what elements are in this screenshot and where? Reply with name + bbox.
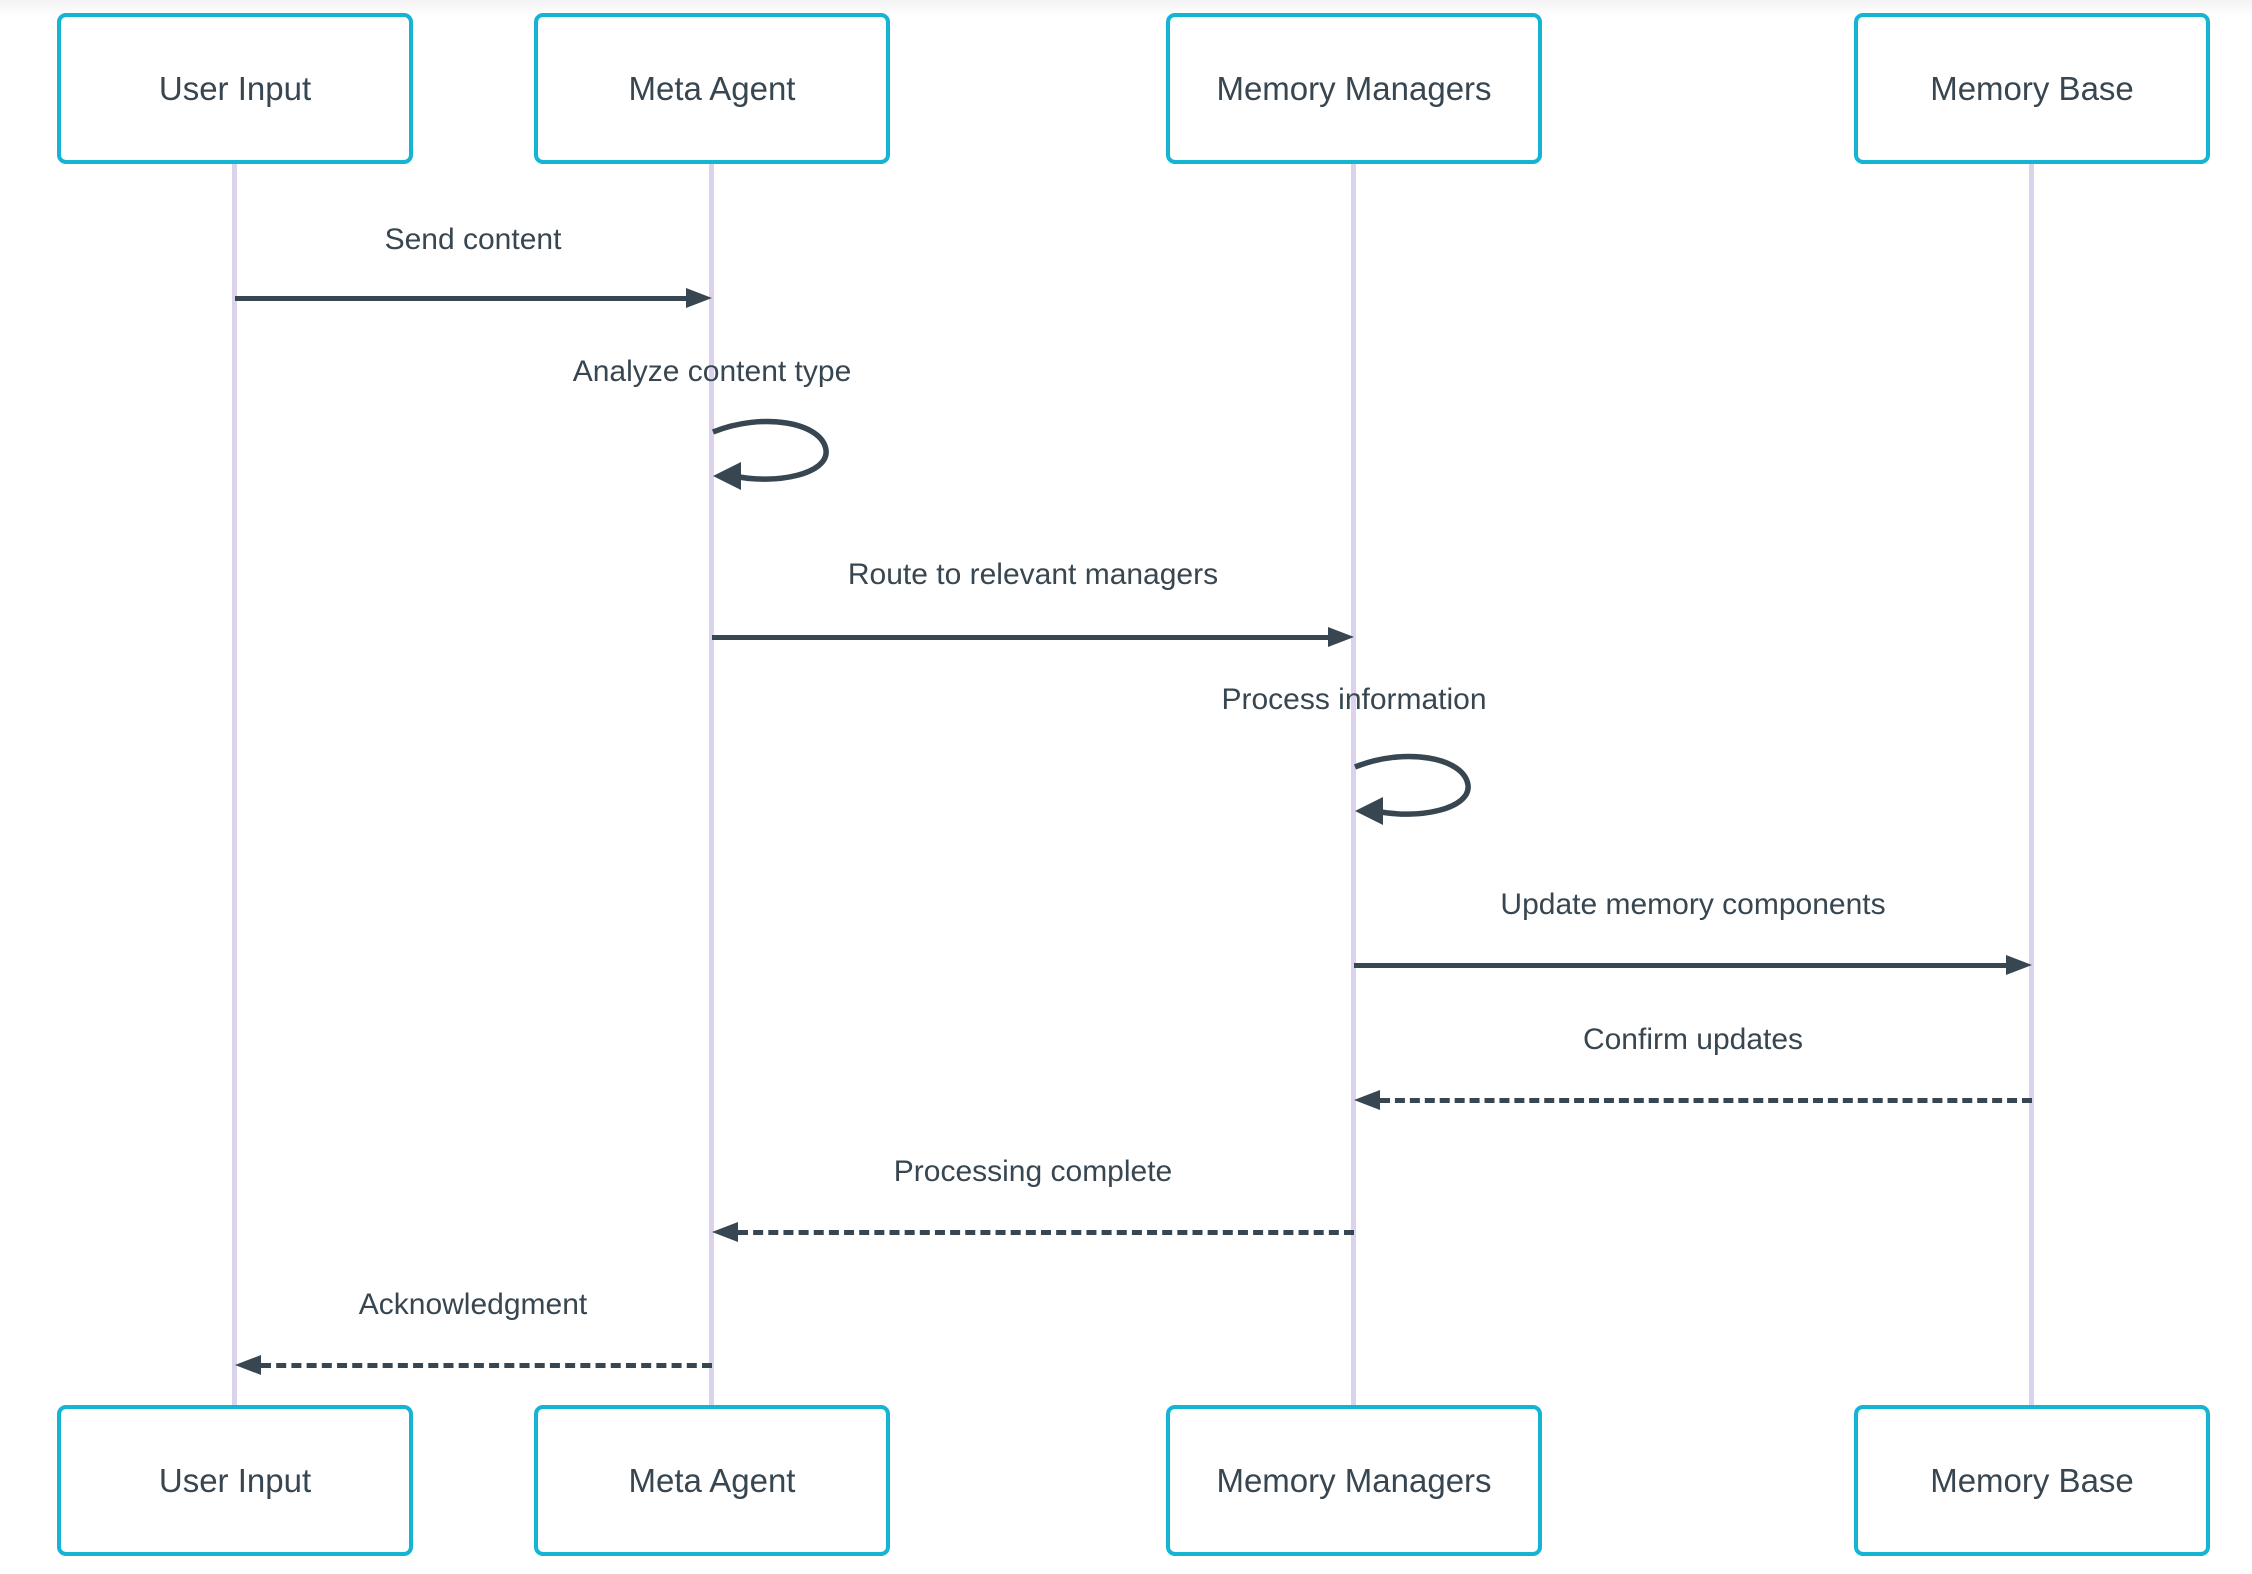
arrowhead-left-icon [712, 1222, 738, 1242]
actor-label: Memory Managers [1216, 1461, 1492, 1499]
arrowhead-left-icon [235, 1355, 261, 1375]
lifeline-memory-base [2029, 164, 2034, 1405]
lifeline-meta-agent [709, 164, 714, 1405]
actor-box-memory-base-bottom: Memory Base [1854, 1405, 2210, 1556]
message-label-analyze-content-type: Analyze content type [572, 355, 852, 388]
arrowhead-right-icon [2006, 955, 2032, 975]
actor-label: Meta Agent [628, 1461, 796, 1499]
message-line-confirm-updates [1380, 1098, 2032, 1103]
arrowhead-left-icon [1354, 1090, 1380, 1110]
self-loop-arrow [1353, 753, 1471, 825]
actor-box-user-input-bottom: User Input [57, 1405, 413, 1556]
arrowhead-right-icon [1328, 627, 1354, 647]
actor-label: Memory Base [1930, 69, 2134, 107]
message-label-send-content: Send content [384, 223, 562, 256]
message-label-confirm-updates: Confirm updates [1582, 1023, 1804, 1056]
actor-label: User Input [158, 1461, 312, 1499]
actor-box-user-input-top: User Input [57, 13, 413, 164]
message-label-update-memory-components: Update memory components [1500, 888, 1886, 921]
actor-label: Meta Agent [628, 69, 796, 107]
message-line-processing-complete [738, 1230, 1354, 1235]
message-line-update-memory-components [1354, 963, 2006, 968]
actor-label: Memory Managers [1216, 69, 1492, 107]
actor-box-meta-agent-bottom: Meta Agent [534, 1405, 890, 1556]
message-label-route-to-relevant-managers: Route to relevant managers [847, 558, 1219, 591]
message-line-acknowledgment [261, 1363, 712, 1368]
actor-box-memory-managers-top: Memory Managers [1166, 13, 1542, 164]
arrowhead-right-icon [686, 288, 712, 308]
message-label-processing-complete: Processing complete [893, 1155, 1173, 1188]
actor-label: User Input [158, 69, 312, 107]
lifeline-user-input [232, 164, 237, 1405]
actor-box-memory-managers-bottom: Memory Managers [1166, 1405, 1542, 1556]
message-label-process-information: Process information [1221, 683, 1487, 716]
lifeline-memory-managers [1351, 164, 1356, 1405]
actor-label: Memory Base [1930, 1461, 2134, 1499]
actor-box-meta-agent-top: Meta Agent [534, 13, 890, 164]
message-line-send-content [235, 296, 686, 301]
self-loop-arrow [711, 418, 829, 490]
message-line-route-to-relevant-managers [712, 635, 1328, 640]
message-label-acknowledgment: Acknowledgment [358, 1288, 588, 1321]
actor-box-memory-base-top: Memory Base [1854, 13, 2210, 164]
